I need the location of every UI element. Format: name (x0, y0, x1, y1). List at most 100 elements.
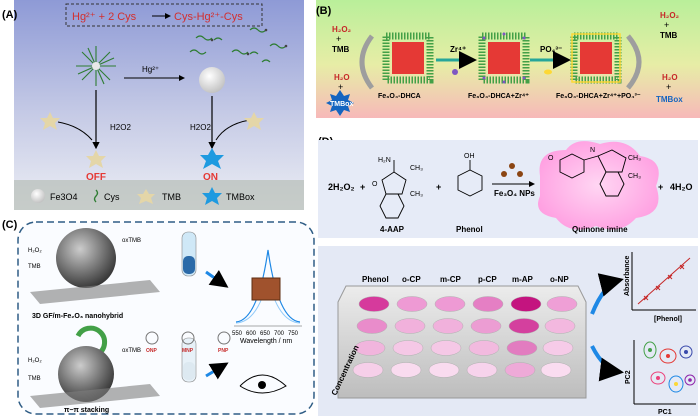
c-tick-650: 650 (260, 331, 271, 337)
b-caption-1: Fe₃O₄-DHCA (378, 93, 421, 100)
c-eye-pupil (258, 381, 266, 389)
c-mol-pnp: PNP (218, 348, 229, 354)
well-3-3 (466, 362, 498, 378)
d-aap-h2n: H₂N (378, 157, 391, 164)
tmb-star-right (244, 112, 264, 130)
b-po4-dot (544, 69, 552, 75)
d-plus-2: + (436, 182, 441, 192)
d-aap-ch3a: CH₃ (410, 165, 423, 172)
d-phenol-axis-label: [Phenol] (654, 316, 682, 323)
legend-tmbox: TMBox (226, 192, 255, 202)
d-col-0: Phenol (362, 275, 389, 284)
c-tick-750: 750 (288, 331, 299, 337)
c-blue-arrow-bottom (205, 362, 229, 380)
c-oxtmb-top: oxTMB (122, 238, 141, 244)
d-pc2-label: PC2 (625, 370, 632, 384)
hg-dots (210, 28, 288, 56)
b-right-bottom-h2o: H₂O (662, 73, 678, 82)
d-abs-points (643, 264, 685, 301)
c-mol-mnp: MNP (182, 348, 194, 354)
panel-a: (A) Hg²⁺ + 2 Cys Cys-Hg²⁺-Cys Hg² (2, 0, 304, 210)
equation-lhs: Hg²⁺ + 2 Cys (72, 11, 137, 23)
d-product-o: O (548, 155, 554, 162)
c-eye-icon (239, 374, 287, 394)
d-col-1: o-CP (402, 275, 421, 284)
c-oxtmb-bottom: oxTMB (122, 348, 141, 354)
tmb-star-off (86, 150, 106, 168)
b-right-bottom-tmbox: TMBox (656, 95, 683, 104)
c-recycle-arrow (75, 325, 108, 357)
c-tick-700: 700 (274, 331, 285, 337)
d-name-aap: 4-AAP (380, 225, 405, 234)
b-arrow-zr-label: Zr⁴⁺ (450, 45, 466, 54)
b-arrow-po4-label: PO₄³⁻ (540, 45, 562, 54)
c-h2o2-bottom: H₂O₂ (28, 358, 42, 364)
d-arrow-to-pca (590, 345, 624, 382)
d-phenol-structure (457, 160, 483, 197)
d-pca-clusters (643, 341, 696, 393)
b-right-cycle-arrow (626, 34, 642, 90)
b-right-top-h2o2: H₂O₂ (660, 11, 680, 20)
c-graphene-top (30, 280, 160, 304)
d-aap-structure (379, 160, 407, 219)
c-tmb-bottom: TMB (28, 376, 41, 382)
well-1-0 (396, 296, 428, 312)
panel-a-background (14, 0, 304, 210)
b-particle-2 (478, 32, 530, 84)
d-water: 4H₂O (670, 182, 693, 192)
c-molecules (145, 331, 231, 345)
d-catalyst-dots (501, 163, 523, 177)
b-right-top-tmb: TMB (660, 31, 678, 40)
well-3-0 (472, 296, 504, 312)
c-tick-600: 600 (246, 331, 257, 337)
b-caption-2: Fe₃O₄-DHCA+Zr⁴⁺ (468, 93, 529, 100)
b-left-bottom-tmbox: TMBox (330, 101, 353, 108)
bare-fe3o4-sphere (199, 67, 225, 93)
well-1-1 (394, 318, 426, 334)
c-xaxis-label: Wavelength / nm (240, 338, 292, 345)
d-phenol-oh: OH (464, 153, 475, 160)
well-4-2 (506, 340, 538, 356)
on-label: ON (203, 172, 218, 183)
b-left-top-plus: + (336, 34, 341, 44)
right-curve-arrow (215, 119, 251, 141)
c-graphene-bottom (30, 384, 160, 408)
c-stacking-label: π−π stacking (64, 407, 109, 414)
c-spectrum-curve-1 (235, 249, 301, 323)
well-0-0 (358, 296, 390, 312)
d-product-ch3a: CH₃ (628, 155, 641, 162)
well-5-0 (546, 296, 578, 312)
tmb-star-left (40, 112, 60, 130)
well-5-2 (542, 340, 574, 356)
b-right-top-plus: + (664, 20, 669, 30)
c-sem-image (251, 277, 281, 301)
d-col-3: p-CP (478, 275, 497, 284)
b-left-top-tmb: TMB (332, 45, 350, 54)
b-particle-3 (570, 32, 622, 84)
well-5-1 (544, 318, 576, 334)
c-tube-bottom-liquid (183, 362, 195, 380)
legend-fe3o4-icon (31, 189, 45, 203)
d-wells (352, 296, 578, 378)
b-particle-1 (382, 32, 434, 84)
tmbox-star-on (200, 148, 224, 169)
b-right-bottom-plus: + (666, 82, 671, 92)
d-product-cloud (538, 141, 659, 230)
legend-tmb-icon (137, 189, 155, 204)
c-h2o2-top: H₂O₂ (28, 248, 42, 254)
well-1-2 (392, 340, 424, 356)
well-3-1 (470, 318, 502, 334)
d-col-5: o-NP (550, 275, 569, 284)
c-mol-onp: ONP (146, 348, 158, 354)
panel-b: (B) H₂O₂ + TMB H₂O + TMBox Zr⁴⁺ PO₄³⁻ (316, 0, 700, 118)
panel-a-legend-strip (14, 180, 304, 210)
c-ball-top (56, 228, 116, 288)
fe3o4-core (92, 62, 100, 70)
d-absorbance-label: Absorbance (624, 255, 631, 296)
c-spectrum-ticks: 550 600 650 700 750 (232, 331, 299, 337)
well-3-2 (468, 340, 500, 356)
d-arrow-to-absorbance (590, 273, 624, 315)
well-2-1 (432, 318, 464, 334)
d-product-ch3b: CH₃ (628, 173, 641, 180)
well-1-3 (390, 362, 422, 378)
